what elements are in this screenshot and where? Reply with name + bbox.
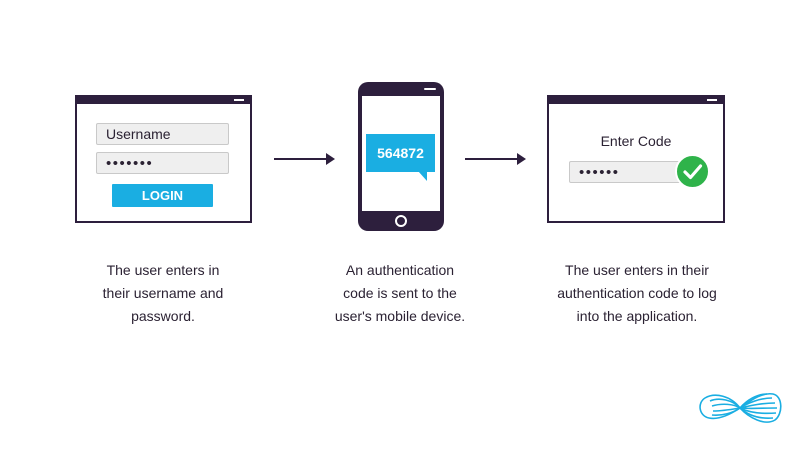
caption-line: An authentication (345, 262, 455, 278)
caption-line: The user enters in their (565, 262, 709, 278)
check-icon (683, 164, 703, 180)
check-icon-circle (675, 154, 710, 189)
arrow-right-icon (274, 153, 335, 165)
login-button[interactable]: LOGIN (112, 184, 213, 207)
caption-step-3: The user enters in their authentication … (527, 259, 747, 328)
arrow-right-icon (465, 153, 526, 165)
password-value: ••••••• (106, 154, 154, 172)
enter-code-label: Enter Code (600, 133, 672, 149)
enter-code-window-titlebar (549, 97, 723, 104)
password-field[interactable]: ••••••• (96, 152, 229, 174)
code-field[interactable]: •••••• (569, 161, 687, 183)
minimize-icon (707, 99, 717, 101)
username-field[interactable]: Username (96, 123, 229, 145)
login-window: Username ••••••• LOGIN (75, 95, 252, 223)
username-value: Username (106, 126, 171, 142)
caption-line: their username and (102, 285, 224, 301)
enter-code-window: Enter Code •••••• (547, 95, 725, 223)
login-window-titlebar (77, 97, 250, 104)
code-value: •••••• (579, 163, 620, 181)
caption-line: into the application. (576, 308, 698, 324)
phone-home-button (395, 215, 407, 227)
bubble-tail (418, 171, 427, 181)
auth-code-bubble: 564872 (366, 134, 435, 172)
minimize-icon (234, 99, 244, 101)
caption-step-2: An authentication code is sent to the us… (290, 259, 510, 328)
caption-step-1: The user enters in their username and pa… (53, 259, 273, 328)
caption-line: authentication code to log (557, 285, 717, 301)
caption-line: code is sent to the (343, 285, 457, 301)
infinity-logo-icon (699, 392, 782, 423)
caption-line: user's mobile device. (334, 308, 466, 324)
caption-line: The user enters in (106, 262, 220, 278)
phone-speaker (424, 88, 436, 90)
caption-line: password. (131, 308, 195, 324)
